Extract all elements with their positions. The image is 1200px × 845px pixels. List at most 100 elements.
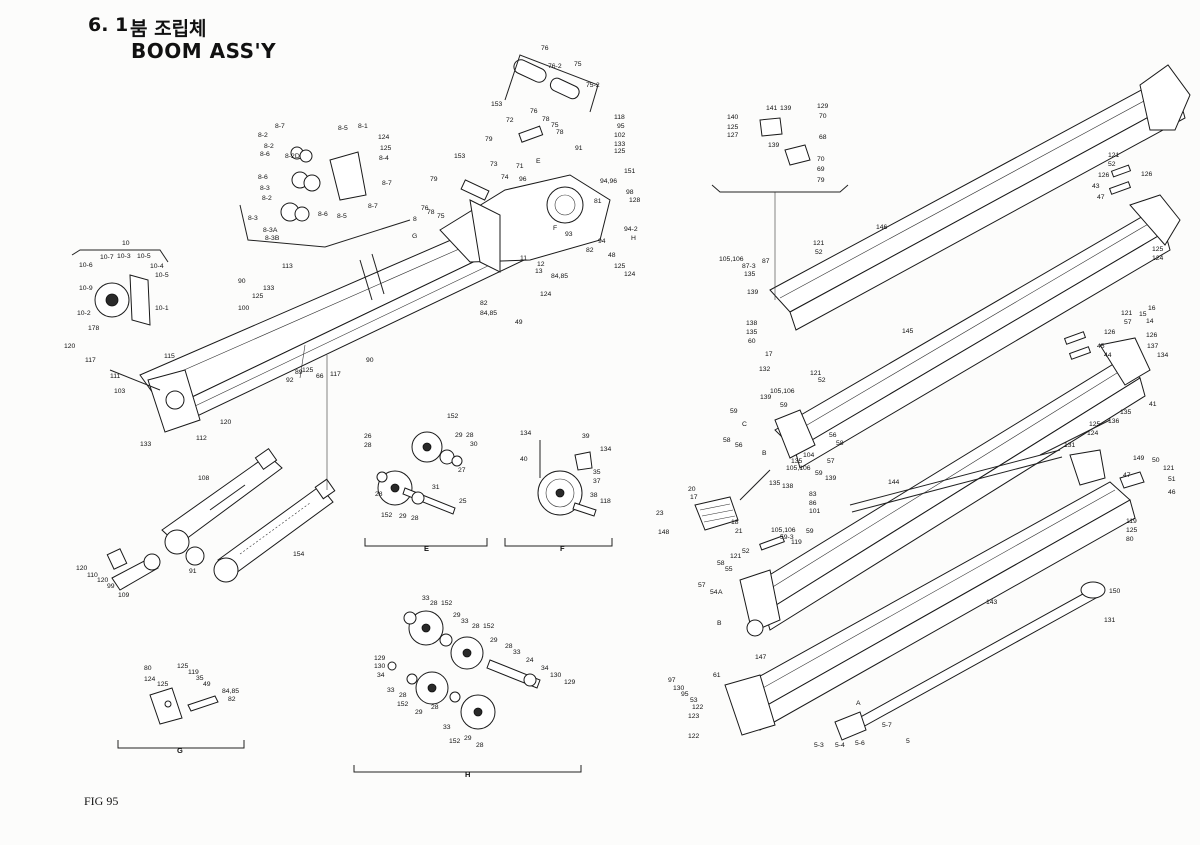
part-callout: C bbox=[742, 421, 747, 428]
part-callout: 129 bbox=[817, 103, 829, 110]
part-callout: 135 bbox=[769, 480, 781, 487]
part-callout: 131 bbox=[1104, 617, 1116, 624]
part-callout: 8-6 bbox=[258, 174, 268, 181]
part-callout: 122 bbox=[692, 704, 704, 711]
part-callout: 108 bbox=[198, 475, 210, 482]
part-callout: 8-3 bbox=[260, 185, 270, 192]
part-callout: 23 bbox=[656, 510, 664, 517]
part-callout: 112 bbox=[196, 435, 207, 442]
part-callout: 26 bbox=[364, 433, 372, 440]
part-callout: 16 bbox=[1148, 305, 1156, 312]
detail-group-E bbox=[364, 431, 488, 547]
part-callout: 10-4 bbox=[150, 263, 164, 270]
part-callout: 134 bbox=[1157, 352, 1169, 359]
part-callout: 31 bbox=[432, 484, 440, 491]
part-callout: 126 bbox=[1098, 172, 1110, 179]
part-callout: 5-4 bbox=[835, 742, 845, 749]
part-callout: 8-5 bbox=[338, 125, 348, 132]
part-callout: 8 bbox=[413, 216, 417, 223]
part-callout: 46 bbox=[1168, 489, 1176, 496]
part-callout: 39 bbox=[582, 433, 590, 440]
part-callout: 10-2 bbox=[77, 310, 91, 317]
part-callout: A bbox=[856, 700, 861, 707]
part-callout: F bbox=[553, 225, 557, 232]
part-callout: 133 bbox=[614, 141, 626, 148]
part-callout: 28 bbox=[430, 600, 438, 607]
part-callout: 78 bbox=[427, 209, 435, 216]
part-callout: 152 bbox=[447, 413, 459, 420]
part-callout: 10-9 bbox=[79, 285, 93, 292]
part-callout: 8-2D bbox=[285, 153, 300, 160]
part-callout: 37 bbox=[593, 478, 601, 485]
part-callout: 94,96 bbox=[600, 178, 617, 185]
part-callout: 87-3 bbox=[742, 263, 756, 270]
part-callout: 70 bbox=[817, 156, 825, 163]
part-callout: 8-1 bbox=[358, 123, 368, 130]
part-callout: 130 bbox=[374, 663, 386, 670]
part-callout: 152 bbox=[441, 600, 453, 607]
part-callout: 21 bbox=[735, 528, 743, 535]
part-callout: 98 bbox=[626, 189, 634, 196]
part-callout: 90 bbox=[238, 278, 246, 285]
part-callout: 131 bbox=[1064, 442, 1076, 449]
detail-group-F bbox=[504, 440, 613, 547]
part-callout: 10-6 bbox=[79, 262, 93, 269]
part-callout: 8-3A bbox=[263, 227, 278, 234]
part-callout: 135 bbox=[791, 458, 803, 465]
cylinder-154 bbox=[185, 478, 336, 583]
part-callout: E bbox=[536, 158, 541, 165]
part-callout: 28 bbox=[476, 742, 484, 749]
part-callout: 30 bbox=[470, 441, 478, 448]
part-callout: 56 bbox=[735, 442, 743, 449]
part-callout: 121 bbox=[810, 370, 822, 377]
part-callout: 94-2 bbox=[624, 226, 638, 233]
part-callout: 10-5 bbox=[137, 253, 151, 260]
part-callout: 76 bbox=[541, 45, 549, 52]
part-callout: 97 bbox=[668, 677, 676, 684]
part-callout: 137 bbox=[1147, 343, 1159, 350]
part-callout: 29 bbox=[399, 513, 407, 520]
part-callout: 125 bbox=[177, 663, 189, 670]
part-callout: 59 bbox=[730, 408, 738, 415]
part-callout: 135 bbox=[746, 329, 758, 336]
part-callout: 139 bbox=[768, 142, 780, 149]
part-callout: 10-1 bbox=[155, 305, 169, 312]
detail-group-8 bbox=[239, 146, 411, 248]
boom-foot bbox=[109, 369, 201, 433]
part-callout: 153 bbox=[491, 101, 503, 108]
part-callout: 134 bbox=[600, 446, 612, 453]
part-callout: 103 bbox=[114, 388, 126, 395]
group-letter-H: H bbox=[465, 770, 470, 779]
part-callout: 120 bbox=[97, 577, 109, 584]
part-callout: 15 bbox=[1139, 311, 1147, 318]
part-callout: 33 bbox=[443, 724, 451, 731]
part-callout: 33 bbox=[513, 649, 521, 656]
part-callout: 135 bbox=[1120, 409, 1132, 416]
part-callout: 49 bbox=[515, 319, 523, 326]
part-callout: 124 bbox=[540, 291, 552, 298]
part-callout: 33 bbox=[422, 595, 430, 602]
part-callout: 122 bbox=[688, 733, 700, 740]
part-callout: 25 bbox=[459, 498, 467, 505]
part-callout: 8-7 bbox=[382, 180, 392, 187]
part-callout: 5 bbox=[906, 738, 910, 745]
part-callout: A bbox=[718, 589, 723, 596]
part-callout: 56 bbox=[829, 432, 837, 439]
part-callout: 58 bbox=[836, 440, 844, 447]
part-callout: 105,106 bbox=[719, 256, 744, 263]
boom-section-144 bbox=[739, 337, 1151, 637]
part-callout: 17 bbox=[690, 494, 698, 501]
part-callout: 8-6 bbox=[260, 151, 270, 158]
part-callout: 52 bbox=[818, 377, 826, 384]
part-callout: 99 bbox=[107, 583, 115, 590]
part-callout: 121 bbox=[1108, 152, 1120, 159]
part-callout: 44 bbox=[1104, 352, 1112, 359]
part-callout: 139 bbox=[780, 105, 792, 112]
part-callout: 132 bbox=[759, 366, 771, 373]
part-callout: 52 bbox=[1108, 161, 1116, 168]
part-callout: 75 bbox=[574, 61, 582, 68]
part-callout: 12 bbox=[537, 261, 545, 268]
part-callout: 105,106 bbox=[771, 527, 796, 534]
part-callout: 154 bbox=[293, 551, 305, 558]
part-callout: 8-4 bbox=[379, 155, 389, 162]
